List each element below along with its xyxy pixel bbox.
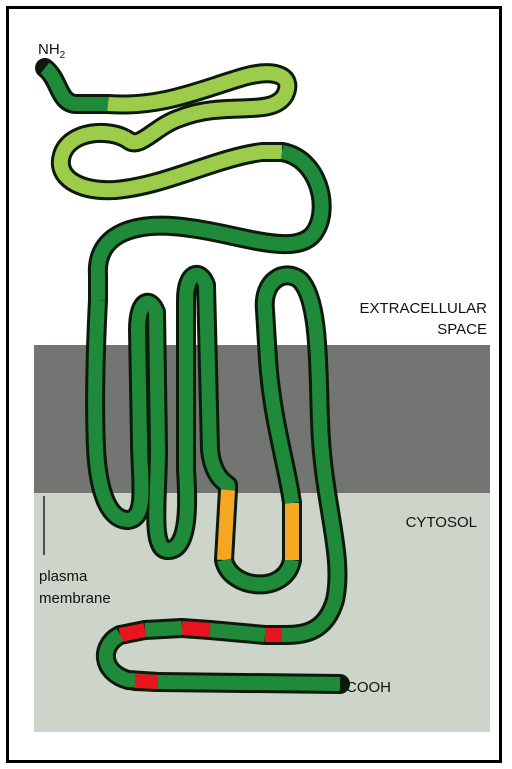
extracellular-label-line2: SPACE	[437, 321, 487, 338]
chain-red-segment-4	[135, 681, 158, 682]
chain-red-segment-2	[182, 628, 210, 630]
chain-cytosolic-tail-a	[210, 630, 265, 635]
membrane-label-line1: plasma	[39, 568, 88, 585]
cytosol-label: CYTOSOL	[406, 514, 477, 531]
chain-red-segment-3	[120, 630, 145, 635]
extracellular-label-line1: EXTRACELLULAR	[359, 300, 487, 317]
chain-orange-segment-1	[224, 490, 228, 560]
n-terminus-label: NH2	[38, 41, 66, 61]
chain-cytosolic-tail-b	[145, 628, 182, 630]
chain-c-terminal-tail	[158, 682, 340, 684]
c-terminus-label: COOH	[346, 679, 391, 696]
membrane-label-line2: membrane	[39, 590, 111, 607]
